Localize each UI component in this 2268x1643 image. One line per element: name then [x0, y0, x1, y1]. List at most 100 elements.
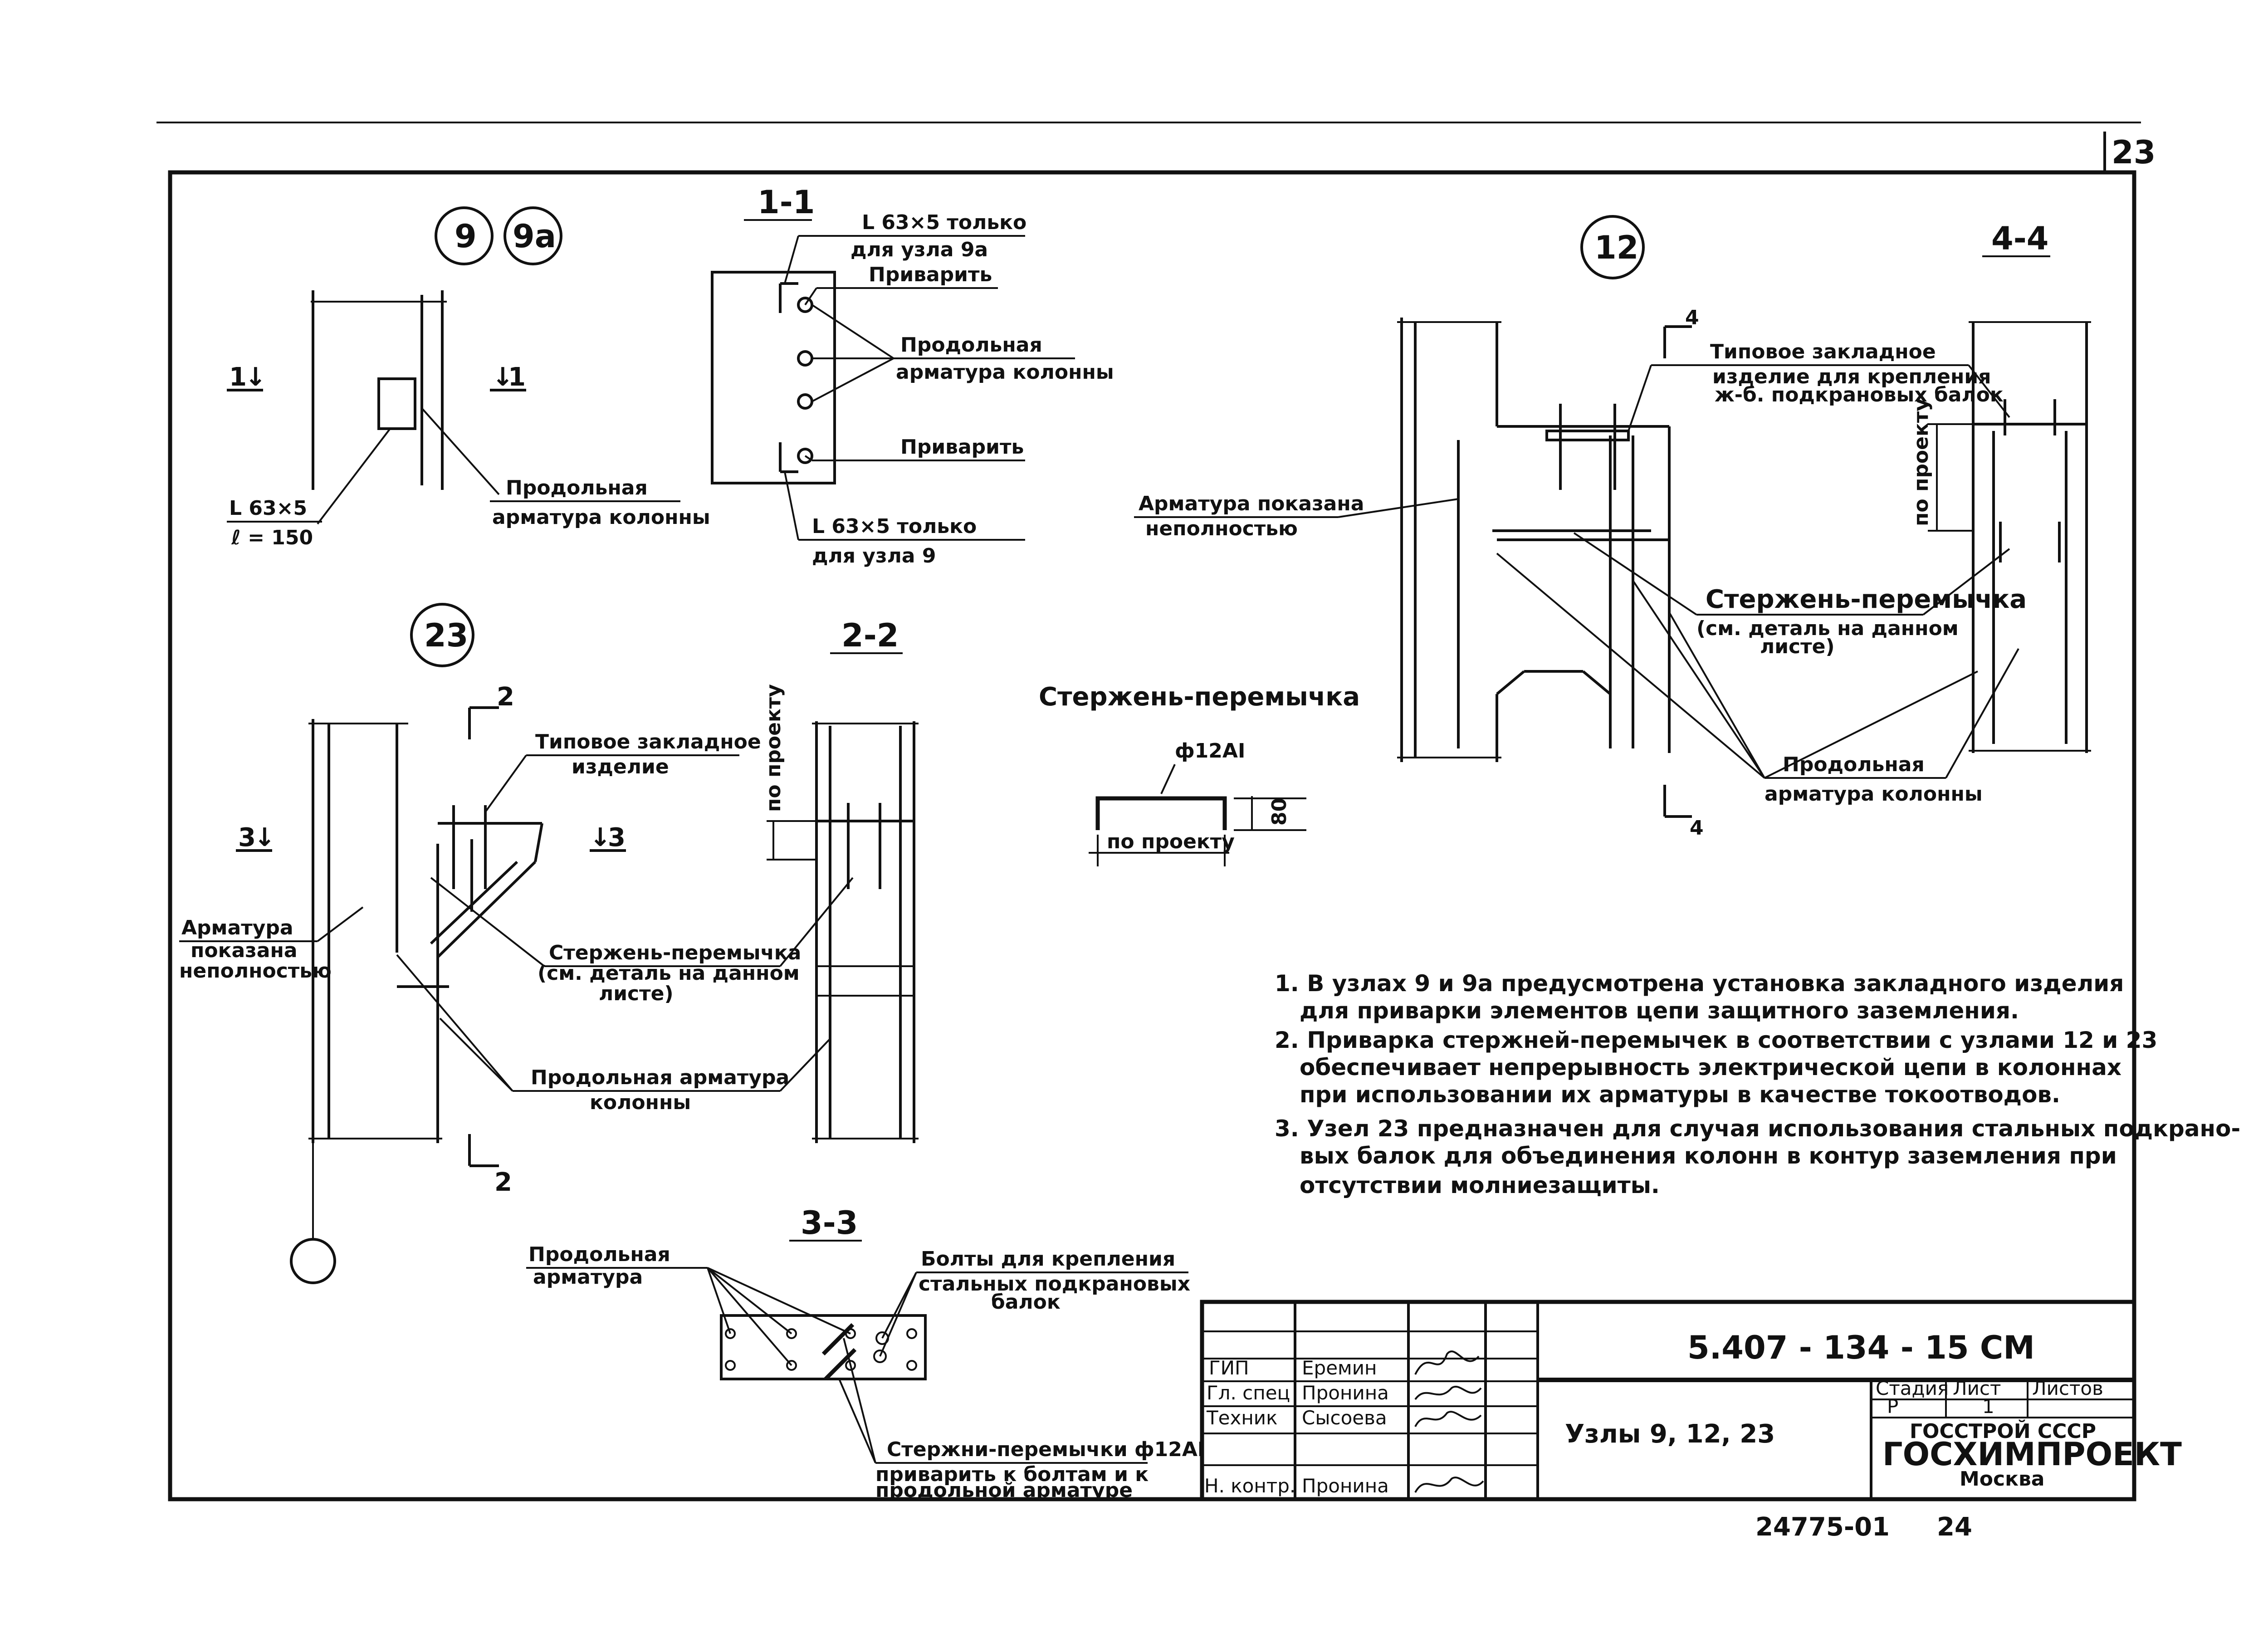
n12-embed-leader — [1628, 365, 1652, 431]
section-2-2-title: 2-2 — [841, 617, 899, 654]
leader-l63-9a — [784, 235, 799, 284]
n23-jumper-diag — [436, 861, 537, 958]
notes-group: 1. В узлах 9 и 9а предусмотрена установк… — [1275, 970, 2240, 1198]
label-l63-9a-1: L 63×5 только — [862, 211, 1026, 234]
note-line-4: обеспечивает непрерывность электрической… — [1300, 1054, 2121, 1081]
rebar-dot-2 — [797, 350, 813, 367]
n23-jumper-2: (см. деталь на данном — [538, 962, 800, 985]
n12-jumper-2: (см. деталь на данном — [1696, 617, 1959, 640]
note-line-6: 3. Узел 23 предназначен для случая испол… — [1275, 1115, 2240, 1142]
n12-jumper-leader — [1573, 532, 1697, 616]
tb-row1-name: Пронина — [1302, 1382, 1389, 1404]
n23-cut3-right-arrow: ↓ — [590, 823, 611, 852]
label-rebar-col-9: арматура колонны — [492, 506, 710, 529]
n23-ground-circle — [290, 1238, 336, 1284]
label-l63-9-2: для узла 9 — [812, 544, 936, 567]
tb-code: 5.407 - 134 - 15 СМ — [1687, 1329, 2035, 1366]
n12-rebar-partial-2: неполностью — [1145, 517, 1298, 540]
section-1-1-group: 1-1 L 63×5 только для узла 9а Приварить … — [711, 184, 1114, 567]
n23-embed-leader — [484, 754, 527, 813]
tb-row1-role: Гл. спец — [1207, 1382, 1290, 1404]
s33-bolt-1 — [873, 1350, 887, 1363]
note-line-7: вых балок для объединения колонн в конту… — [1300, 1143, 2117, 1169]
tb-row4-role: Н. контр. — [1204, 1475, 1295, 1497]
n12-long-rebar-1: Продольная — [1783, 753, 1925, 776]
n23-cut2-top-label: 2 — [497, 682, 514, 712]
tb-sheets-h: Листов — [2032, 1377, 2103, 1399]
n23-rebar-b: показана — [191, 939, 298, 962]
footer-page: 24 — [1937, 1512, 1972, 1542]
tb-sheet: 1 — [1982, 1395, 1994, 1418]
label-weld-top: Приварить — [869, 263, 992, 286]
title-block-frame — [1200, 1300, 2136, 1501]
s33-jumpers-2: приварить к болтам и к — [875, 1463, 1149, 1486]
s33-jumpers-1: Стержни-перемычки ф12АI — [887, 1438, 1205, 1461]
section-4-4-group: 4-4 по проекту — [1910, 220, 2091, 753]
n12-long-rebar-leader2 — [1632, 580, 1765, 779]
jumper-detail-leader — [1160, 764, 1176, 794]
jumper-detail-group: Стержень-перемычка ф12АI по проекту 80 — [1039, 682, 1360, 866]
section-1-1-title: 1-1 — [758, 184, 815, 221]
n23-long-rebar-leader2 — [396, 954, 513, 1092]
n23-jumper-1: Стержень-перемычка — [549, 941, 801, 964]
node-9-label: 9 — [455, 218, 477, 255]
note-line-3: 2. Приварка стержней-перемычек в соответ… — [1275, 1027, 2157, 1053]
n23-embed-1: Типовое закладное — [535, 730, 761, 753]
n12-embed-2: изделие для крепления — [1712, 365, 1991, 388]
node-12-group: 12 4 4 Типовое закладное изделие для кре… — [1134, 215, 2027, 840]
n23-long-rebar-leader1 — [439, 1017, 513, 1092]
label-l150: ℓ = 150 — [231, 526, 313, 549]
s33-leader-2 — [707, 1267, 792, 1335]
s33-dot-7 — [845, 1360, 856, 1371]
tb-row0-role: ГИП — [1209, 1357, 1249, 1379]
tb-stage: Р — [1887, 1395, 1898, 1418]
n23-embed-2: изделие — [572, 755, 669, 778]
section-4-4-title: 4-4 — [1991, 220, 2048, 257]
node-23-label: 23 — [424, 617, 468, 654]
jumper-detail-dim80: 80 — [1268, 798, 1291, 826]
jumper-detail-bar — [1095, 796, 1227, 830]
s33-leader-4 — [707, 1267, 792, 1366]
leader-rebar-11a — [811, 304, 894, 359]
n23-embed-bracket — [534, 823, 543, 862]
n12-rebar-partial-1: Арматура показана — [1139, 492, 1364, 515]
n23-rebar-a: Арматура — [181, 916, 293, 939]
s33-dot-1 — [725, 1328, 736, 1339]
s33-jumpers-3: продольной арматуре — [875, 1479, 1133, 1502]
s33-leader-3 — [707, 1267, 851, 1335]
leader-weld-bot — [804, 455, 813, 461]
node-12-circle — [1580, 215, 1645, 279]
node-9-circle — [435, 206, 494, 265]
s33-dot-2 — [786, 1328, 797, 1339]
s33-dot-4 — [906, 1328, 917, 1339]
signature-pronina-2 — [1414, 1477, 1484, 1493]
tb-row2-name: Сысоева — [1302, 1407, 1387, 1429]
jumper-detail-title: Стержень-перемычка — [1039, 682, 1360, 712]
section-1-1-body — [711, 271, 836, 484]
n23-rebar-leader — [317, 906, 364, 942]
n23-jumper-diag-2 — [430, 861, 518, 945]
node-23-group: 23 2 2 3 ↓ ↓ 3 Типовое закладное изделие — [179, 603, 854, 1284]
jumper-detail-by-project: по проекту — [1107, 830, 1235, 853]
s33-bolts-1: Болты для крепления — [921, 1247, 1175, 1271]
n12-jumper-3: листе) — [1760, 635, 1835, 658]
n23-jumper-leader1 — [430, 877, 545, 967]
signature-pronina-1 — [1414, 1385, 1482, 1400]
label-rebar-11: Продольная — [900, 333, 1042, 357]
s33-bolts-2: стальных подкрановых — [919, 1272, 1190, 1296]
tb-title: Узлы 9, 12, 23 — [1565, 1419, 1775, 1449]
n23-cut3-left-arrow: ↓ — [254, 823, 275, 852]
s44-by-project: по проекту — [1910, 398, 1933, 526]
n23-long-rebar-2: колонны — [590, 1091, 691, 1114]
n12-haunch-r — [1582, 670, 1611, 695]
n12-embed-plate — [1545, 430, 1630, 441]
leader-rebar-11c — [811, 357, 894, 402]
n12-rebar-partial-leader — [1338, 498, 1459, 518]
n12-long-rebar-2: арматура колонны — [1765, 782, 1983, 806]
n23-rebar-c: неполностью — [179, 959, 332, 983]
s33-plate — [720, 1314, 927, 1380]
s33-bolts-3: балок — [991, 1291, 1061, 1314]
note-line-8: отсутствии молниезащиты. — [1300, 1172, 1660, 1198]
n12-cut4-top-label: 4 — [1685, 306, 1699, 329]
